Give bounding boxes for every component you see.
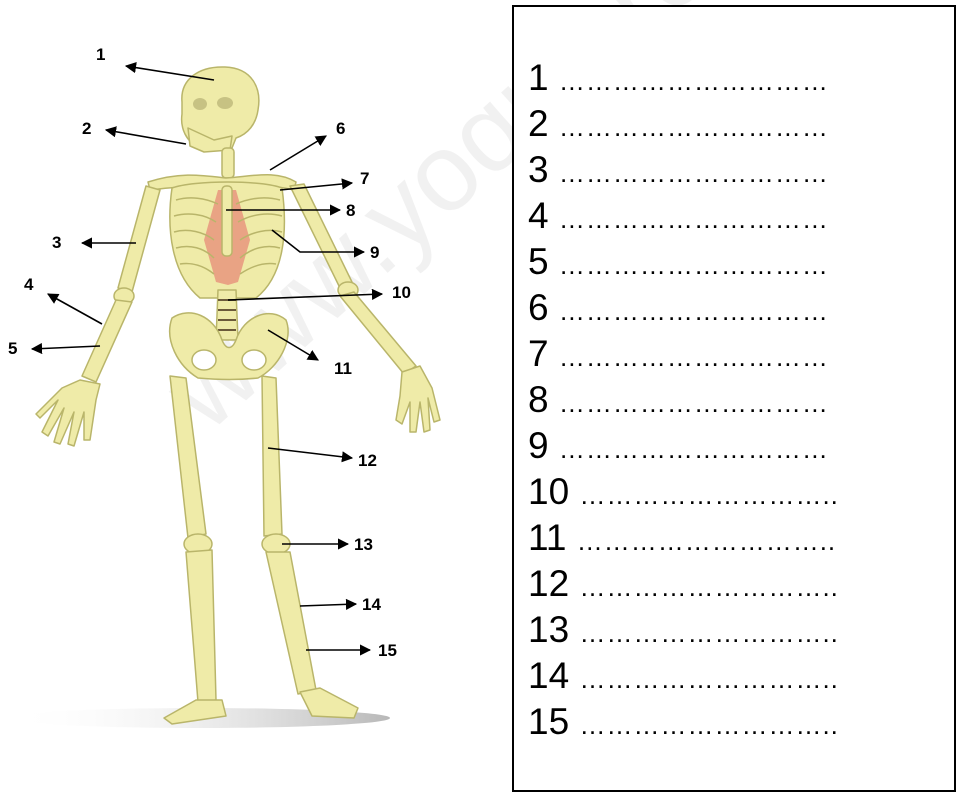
answer-line-5[interactable]: 5 ………………………… xyxy=(528,239,948,285)
label-5: 5 xyxy=(8,339,17,358)
answer-line-13[interactable]: 13 ……………………….. xyxy=(528,607,948,653)
answer-line-9[interactable]: 9 ………………………… xyxy=(528,423,948,469)
tibia-left xyxy=(186,550,216,702)
answer-number: 14 xyxy=(528,653,569,699)
answer-number: 13 xyxy=(528,607,569,653)
answer-blank: ……………………….. xyxy=(579,564,838,607)
answer-line-7[interactable]: 7 ………………………… xyxy=(528,331,948,377)
answer-number: 2 xyxy=(528,101,549,147)
answer-number: 9 xyxy=(528,423,549,469)
femur-right xyxy=(262,376,282,536)
answer-line-14[interactable]: 14 ……………………….. xyxy=(528,653,948,699)
label-12: 12 xyxy=(358,451,377,470)
answer-line-3[interactable]: 3 ………………………… xyxy=(528,147,948,193)
label-3: 3 xyxy=(52,233,61,252)
answer-number: 6 xyxy=(528,285,549,331)
femur-left xyxy=(170,376,206,538)
answer-blank: ………………………… xyxy=(559,380,829,423)
answer-number: 11 xyxy=(528,515,566,561)
humerus-left xyxy=(118,186,160,292)
answer-line-1[interactable]: 1 ………………………… xyxy=(528,55,948,101)
label-13: 13 xyxy=(354,535,373,554)
answer-blank: ………………………… xyxy=(559,196,829,239)
answer-blank: ………………………… xyxy=(559,58,829,101)
label-6: 6 xyxy=(336,119,345,138)
arrow-6 xyxy=(270,136,326,170)
sternum xyxy=(222,186,232,256)
tibia-right xyxy=(266,552,316,694)
arrow-12 xyxy=(268,448,352,458)
humerus-right xyxy=(290,184,352,288)
label-7: 7 xyxy=(360,169,369,188)
answer-line-8[interactable]: 8 ………………………… xyxy=(528,377,948,423)
label-15: 15 xyxy=(378,641,397,660)
skeleton-diagram: 1 2 3 4 5 6 7 8 9 10 11 12 13 14 15 xyxy=(0,0,500,798)
answer-blank: ……………………….. xyxy=(579,656,838,699)
arrow-4 xyxy=(48,294,102,324)
answer-blank: ………………………… xyxy=(559,242,829,285)
answer-line-4[interactable]: 4 ………………………… xyxy=(528,193,948,239)
answer-number: 12 xyxy=(528,561,569,607)
answer-line-6[interactable]: 6 ………………………… xyxy=(528,285,948,331)
arrow-2 xyxy=(106,130,186,144)
answer-number: 15 xyxy=(528,699,569,745)
answer-sheet: 1 ………………………… 2 ………………………… 3 ………………………… 4… xyxy=(512,5,956,792)
answer-blank: ………………………… xyxy=(559,426,829,469)
answer-number: 10 xyxy=(528,469,569,515)
answer-blank: ……………………….. xyxy=(577,518,836,561)
answer-blank: ……………………….. xyxy=(579,702,838,745)
answer-blank: ………………………… xyxy=(559,150,829,193)
label-4: 4 xyxy=(24,275,34,294)
answer-number: 5 xyxy=(528,239,549,285)
label-14: 14 xyxy=(362,595,381,614)
hand-right xyxy=(396,366,440,432)
label-11: 11 xyxy=(334,359,352,378)
label-9: 9 xyxy=(370,243,379,262)
skeleton xyxy=(36,67,440,724)
answer-number: 1 xyxy=(528,55,549,101)
answer-line-15[interactable]: 15 ……………………….. xyxy=(528,699,948,745)
arrow-14 xyxy=(300,604,356,606)
answer-number: 4 xyxy=(528,193,549,239)
answer-line-2[interactable]: 2 ………………………… xyxy=(528,101,948,147)
answer-blank: ……………………….. xyxy=(579,610,838,653)
answer-blank: ………………………… xyxy=(559,288,829,331)
hand-left xyxy=(36,380,100,446)
label-2: 2 xyxy=(82,119,91,138)
label-10: 10 xyxy=(392,283,411,302)
cervical-spine xyxy=(222,148,234,178)
answer-line-12[interactable]: 12 ……………………….. xyxy=(528,561,948,607)
answer-line-10[interactable]: 10 ……………………….. xyxy=(528,469,948,515)
answer-number: 7 xyxy=(528,331,549,377)
answer-blank: ………………………… xyxy=(559,104,829,147)
answer-line-11[interactable]: 11 ……………………….. xyxy=(528,515,948,561)
answer-blank: ……………………….. xyxy=(579,472,838,515)
answer-number: 8 xyxy=(528,377,549,423)
answer-blank: ………………………… xyxy=(559,334,829,377)
arrow-5 xyxy=(32,346,100,349)
answer-number: 3 xyxy=(528,147,549,193)
label-8: 8 xyxy=(346,201,355,220)
label-1: 1 xyxy=(96,45,105,64)
forearm-left xyxy=(82,300,132,382)
